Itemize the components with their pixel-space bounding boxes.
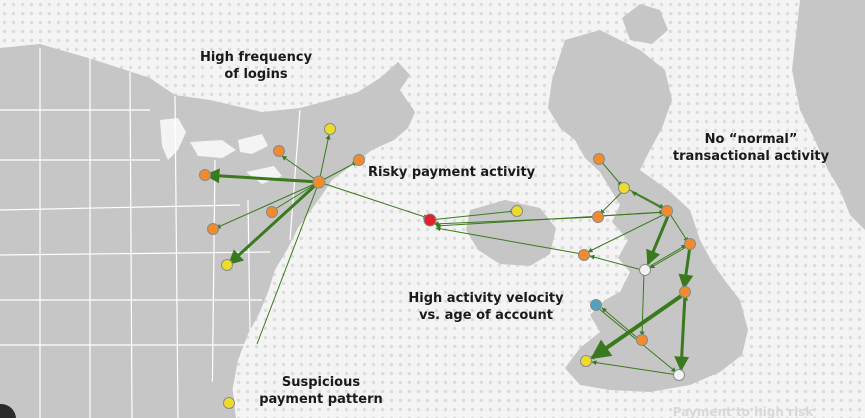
arrow-hub-south	[227, 180, 321, 266]
node-us-south[interactable]	[221, 259, 233, 271]
node-uk-south-west[interactable]	[636, 334, 648, 346]
node-uk-center[interactable]	[639, 264, 651, 276]
node-us-mid-2[interactable]	[207, 223, 219, 235]
label-no-normal-line2: transactional activity	[672, 149, 830, 164]
arrow-north-east	[669, 213, 689, 243]
node-uk-scot-2[interactable]	[618, 182, 630, 194]
label-velocity-line1: High activity velocity	[408, 291, 564, 306]
arrow-hub-ocean	[318, 181, 429, 219]
england-land	[565, 170, 748, 392]
florida-land	[196, 380, 236, 418]
arrow-uk-ocean-3	[435, 226, 583, 255]
node-us-northeast[interactable]	[353, 154, 365, 166]
node-uk-south-east[interactable]	[673, 369, 685, 381]
arrow-sw-wales	[601, 307, 641, 341]
node-us-mid-1[interactable]	[266, 206, 278, 218]
arrow-hub-mid2	[215, 181, 320, 229]
arrow-hub-mid1	[271, 181, 320, 212]
node-us-west[interactable]	[199, 169, 211, 181]
node-uk-west-1[interactable]	[592, 211, 604, 223]
connection-arrows	[204, 134, 694, 376]
greenland-land	[622, 4, 668, 44]
arrow-se-mid	[680, 295, 689, 373]
node-uk-wales[interactable]	[590, 299, 602, 311]
label-no-normal-activity: No “normal” transactional activity	[668, 131, 834, 165]
arrow-mid-south1	[590, 292, 686, 360]
state-borders	[0, 48, 301, 418]
node-us-hub[interactable]	[312, 175, 326, 189]
node-uk-south-1[interactable]	[580, 355, 592, 367]
label-risky-payment-activity: Risky payment activity	[368, 165, 536, 180]
node-us-north-1[interactable]	[273, 145, 285, 157]
node-uk-east[interactable]	[684, 238, 696, 250]
label-payment-to-high-risk: Payment to high risk	[672, 405, 814, 418]
label-velocity-line2: vs. age of account	[418, 308, 554, 323]
label-high-activity-velocity: High activity velocity vs. age of accoun…	[408, 290, 564, 324]
node-us-far-south[interactable]	[223, 397, 235, 409]
node-ocean-hub[interactable]	[423, 213, 437, 227]
label-high-frequency-line2: of logins	[224, 67, 288, 82]
label-suspicious-line1: Suspicious	[281, 375, 361, 390]
continent-land	[792, 0, 865, 230]
great-lakes	[160, 118, 282, 184]
label-high-frequency-logins: High frequency of logins	[196, 49, 316, 83]
arrow-scot2-north	[625, 187, 665, 209]
arrow-hub-west	[204, 168, 320, 184]
arrow-north-center	[646, 215, 670, 266]
node-ocean-east[interactable]	[511, 205, 523, 217]
node-uk-north[interactable]	[661, 205, 673, 217]
node-us-north-2[interactable]	[324, 123, 336, 135]
label-no-normal-line1: No “normal”	[704, 132, 798, 147]
arrow-hub-far-south	[256, 181, 320, 345]
label-high-frequency-line1: High frequency	[199, 50, 313, 65]
node-uk-west-2[interactable]	[578, 249, 590, 261]
label-suspicious-payment-pattern: Suspicious payment pattern	[254, 374, 388, 408]
arrow-ocean-east	[429, 208, 516, 221]
arrow-scot2-west	[599, 189, 625, 215]
arrow-north-west2	[587, 213, 666, 253]
node-uk-scot-1[interactable]	[593, 153, 605, 165]
arrow-east-mid	[678, 245, 694, 290]
nodes	[199, 123, 696, 409]
arrow-scot1-scot2	[599, 159, 623, 187]
arrow-hub-northeast	[318, 161, 358, 183]
ireland-land	[466, 200, 556, 266]
arrow-west1-north	[599, 209, 665, 217]
arrow-center-west2	[589, 254, 643, 271]
scotland-land	[548, 30, 672, 178]
node-uk-mid-east[interactable]	[679, 286, 691, 298]
arrow-east-center	[649, 245, 689, 269]
arrow-hub-north1	[281, 155, 320, 183]
label-suspicious-line2: payment pattern	[259, 392, 383, 407]
arrow-se-south1	[591, 360, 679, 376]
arrow-hub-north2	[318, 134, 331, 183]
